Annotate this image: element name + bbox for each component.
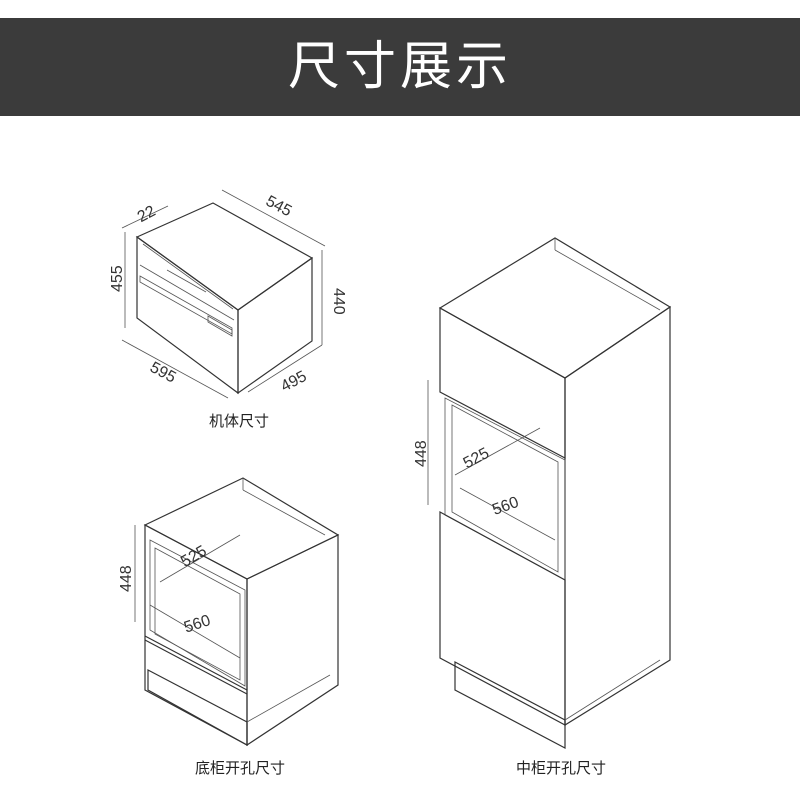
oven-dim-595: 595 [147, 359, 179, 387]
caption-tall-cabinet: 中柜开孔尺寸 [516, 759, 607, 777]
tall-dim-525: 525 [461, 445, 493, 473]
oven-dim-440: 440 [330, 288, 347, 315]
caption-base-cabinet: 底柜开孔尺寸 [195, 759, 286, 777]
oven-drawing [135, 202, 314, 395]
base-cabinet-dimension-lines [134, 525, 241, 659]
base-dim-448: 448 [118, 565, 135, 592]
tall-cabinet-dimension-lines [427, 380, 556, 541]
oven-dim-495: 495 [278, 368, 310, 396]
oven-dim-455: 455 [109, 265, 126, 292]
tall-cabinet-drawing [438, 237, 672, 749]
page-title: 尺寸展示 [287, 37, 512, 97]
tall-dim-560: 560 [490, 494, 521, 519]
header-banner: 尺寸展示 [0, 18, 800, 116]
base-dim-560: 560 [182, 612, 213, 636]
base-cabinet-drawing [143, 477, 340, 747]
oven-dimension-lines [121, 189, 326, 399]
oven-dim-22: 22 [135, 203, 159, 226]
caption-oven: 机体尺寸 [209, 412, 270, 430]
oven-dim-545: 545 [263, 193, 295, 221]
base-dim-525: 525 [178, 543, 210, 571]
tall-dim-448: 448 [413, 440, 430, 467]
